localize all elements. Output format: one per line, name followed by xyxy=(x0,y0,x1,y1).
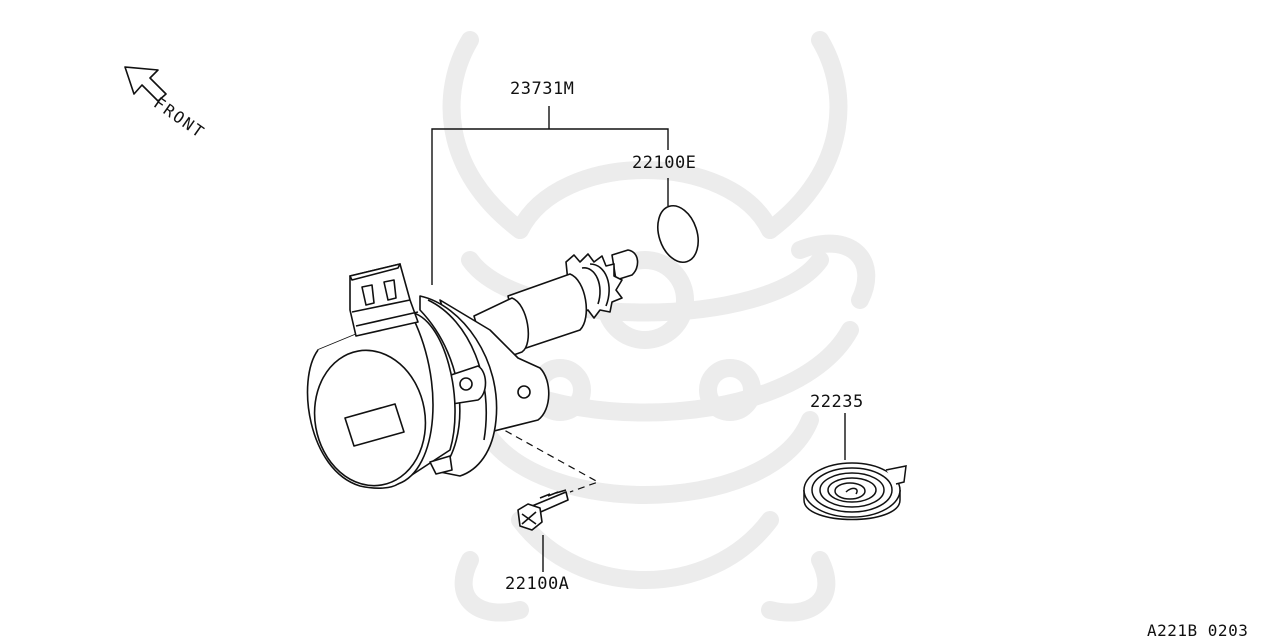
part-label-speed-sensor[interactable]: 23731M xyxy=(510,79,575,99)
spring-icon xyxy=(803,462,907,521)
part-label-bolt[interactable]: 22100A xyxy=(505,574,570,594)
part-label-o-ring[interactable]: 22100E xyxy=(632,153,697,173)
speed-sensor-icon xyxy=(306,249,639,489)
leader-lines xyxy=(431,106,846,572)
part-label-spring[interactable]: 22235 xyxy=(810,392,864,412)
bolt-icon xyxy=(517,489,569,531)
o-ring-icon xyxy=(657,205,699,263)
bolt-assembly-dashed-line xyxy=(494,424,600,493)
front-arrow-icon xyxy=(124,66,167,102)
diagram-code: A221B 0203 xyxy=(1147,621,1249,640)
watermark-helmet xyxy=(431,31,876,622)
